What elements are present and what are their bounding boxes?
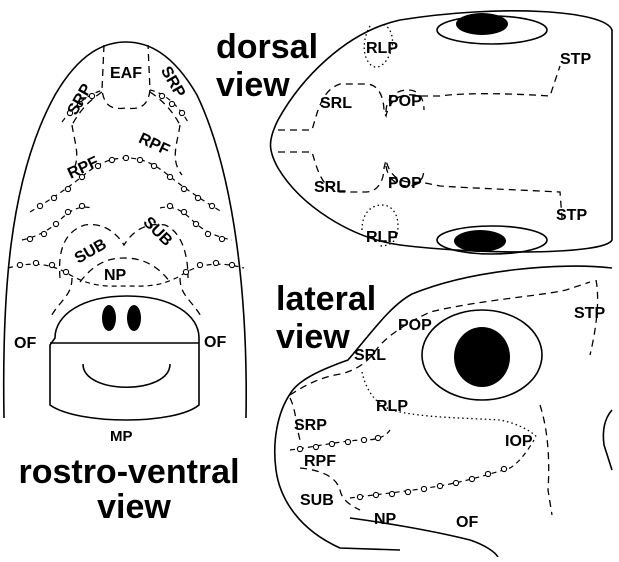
rv-canal-rpf bbox=[30, 155, 222, 212]
rv-np-lower-boundary bbox=[50, 278, 202, 318]
rv-left-nostril bbox=[102, 305, 116, 331]
rv-right-nostril bbox=[127, 305, 141, 331]
rv-label-mp: MP bbox=[110, 428, 133, 445]
lateral-title-line1: lateral bbox=[276, 280, 376, 318]
dorsal-eye-top bbox=[456, 13, 508, 35]
dorsal-label-pop-bottom: POP bbox=[388, 175, 422, 192]
lateral-label-np: NP bbox=[374, 511, 397, 528]
rv-head-outline bbox=[4, 42, 247, 418]
dorsal-label-rlp-top: RLP bbox=[366, 40, 398, 57]
lateral-pectoral-outline bbox=[603, 410, 612, 470]
lateral-label-rpf: RPF bbox=[304, 453, 336, 470]
lateral-canal-vertical bbox=[540, 405, 552, 515]
rv-label-rpf-right: RPF bbox=[136, 130, 172, 159]
dorsal-label-rlp-bottom: RLP bbox=[366, 229, 398, 246]
rv-label-np: NP bbox=[104, 267, 127, 284]
dorsal-label-stp-bottom: STP bbox=[556, 207, 587, 224]
rv-label-sub-left: SUB bbox=[72, 236, 110, 268]
lateral-label-pop: POP bbox=[398, 317, 432, 334]
rostro-ventral-view: EAF SRP SRP RPF RPF SUB SUB NP OF OF MP … bbox=[4, 42, 247, 526]
lateral-label-srp: SRP bbox=[294, 417, 327, 434]
dorsal-label-srl-top: SRL bbox=[320, 95, 352, 112]
rv-title-line1: rostro-ventral bbox=[18, 453, 239, 491]
rv-label-of-right: OF bbox=[204, 334, 226, 351]
rv-label-eaf: EAF bbox=[110, 65, 142, 82]
lateral-label-of: OF bbox=[456, 514, 478, 531]
lateral-label-stp: STP bbox=[574, 305, 605, 322]
dorsal-label-srl-bottom: SRL bbox=[314, 179, 346, 196]
dorsal-view: dorsal view RLP STP SRL POP SRL POP STP … bbox=[216, 11, 612, 254]
dorsal-title-line1: dorsal bbox=[216, 28, 318, 66]
lateral-view: lateral view bbox=[275, 266, 612, 557]
rv-label-of-left: OF bbox=[14, 335, 36, 352]
lateral-label-srl: SRL bbox=[354, 347, 386, 364]
lateral-label-sub: SUB bbox=[300, 492, 334, 509]
dorsal-label-pop-top: POP bbox=[388, 93, 422, 110]
dorsal-label-stp-top: STP bbox=[560, 51, 591, 68]
rv-srp-rpf-right bbox=[150, 92, 182, 175]
lateral-eye bbox=[454, 327, 510, 387]
lateral-title-line2: view bbox=[276, 318, 350, 356]
rv-mouth-outline bbox=[50, 296, 199, 420]
lateral-label-rlp: RLP bbox=[376, 398, 408, 415]
rv-label-sub-right: SUB bbox=[140, 214, 176, 250]
rv-tongue bbox=[83, 364, 170, 387]
rv-canal-lower bbox=[22, 203, 232, 241]
dorsal-title-line2: view bbox=[216, 66, 290, 104]
rv-title-line2: view bbox=[97, 488, 171, 526]
dorsal-eye-bottom bbox=[454, 230, 506, 252]
lateral-label-iop: IOP bbox=[505, 433, 533, 450]
